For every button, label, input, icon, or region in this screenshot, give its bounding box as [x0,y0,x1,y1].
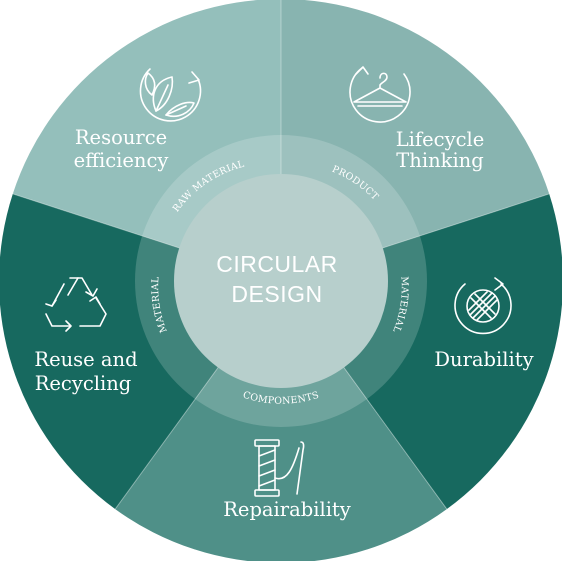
leaves-cycle-icon [139,68,202,122]
label-resource-line2: efficiency [74,149,169,172]
label-resource-line1: Resource [75,126,167,149]
center-title-line1: CIRCULAR [216,251,338,277]
label-lifecycle-line1: Lifecycle [396,128,485,151]
label-repairability: Repairability [223,498,351,521]
center-circle [174,174,388,388]
label-reuse-line2: Recycling [35,372,132,395]
label-reuse-line1: Reuse and [34,348,137,371]
thread-needle-icon [254,439,305,497]
recycle-icon [45,277,107,332]
segment-repairability [115,281,447,561]
label-lifecycle-line2: Thinking [396,149,483,172]
fabric-cycle-icon [454,277,512,335]
center-title-line2: DESIGN [231,281,322,307]
hanger-icon [349,66,411,123]
label-durability: Durability [434,348,533,371]
